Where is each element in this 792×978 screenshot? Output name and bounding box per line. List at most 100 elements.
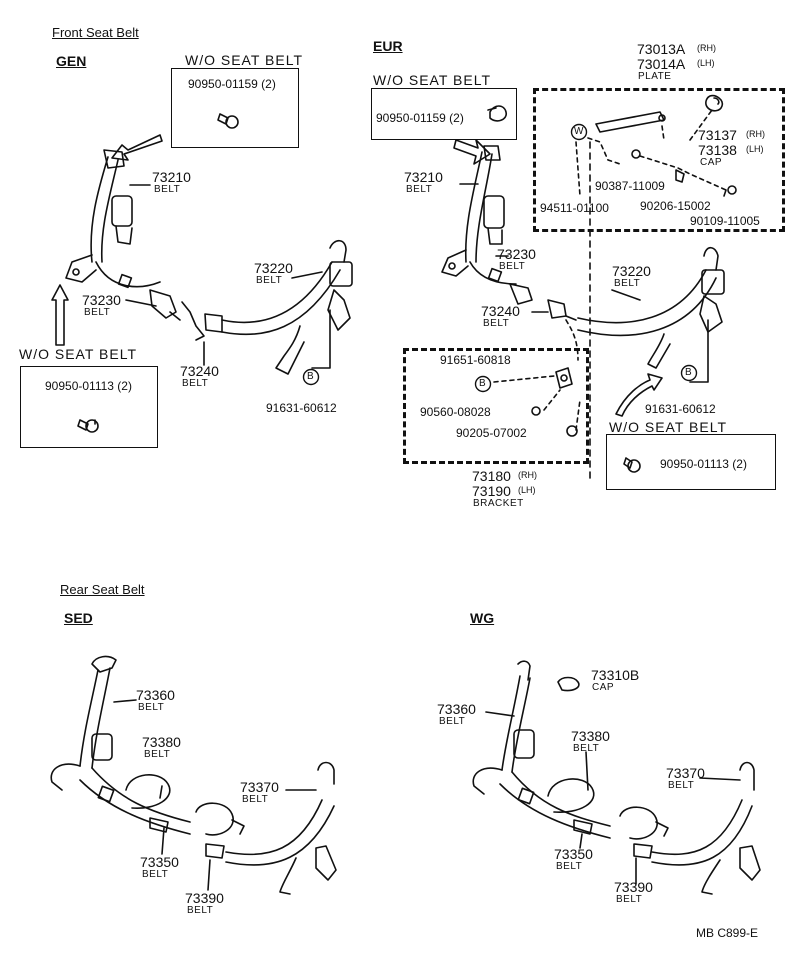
eur-part-73230-name: BELT	[499, 261, 526, 272]
variant-eur: EUR	[373, 38, 403, 54]
eur-bracket-marker-b: B	[479, 378, 487, 389]
eur-part-73013A-side: (RH)	[697, 43, 716, 53]
gen-part-73210-name: BELT	[154, 184, 181, 195]
rear-wg-assembly	[472, 660, 761, 895]
eur-part-73014A: 73014A	[637, 56, 686, 72]
eur-marker-b-circle	[680, 364, 698, 382]
eur-part-73138: 73138	[698, 142, 737, 158]
gen-part-90950-01113: 90950-01113 (2)	[45, 379, 132, 393]
eur-part-73180-side: (RH)	[518, 470, 537, 480]
sed-part-73370-name: BELT	[242, 794, 269, 805]
eur-part-90205-07002: 90205-07002	[456, 426, 527, 440]
wg-part-73370: 73370	[666, 765, 705, 781]
variant-wg: WG	[470, 610, 495, 626]
gen-wo-seat-belt-bottom-box	[20, 366, 158, 448]
eur-marker-w-circle	[570, 123, 588, 141]
eur-part-73210-name: BELT	[406, 184, 433, 195]
clip-icon-eur-top	[489, 105, 507, 122]
eur-part-73210: 73210	[404, 169, 443, 185]
eur-part-73190-side: (LH)	[518, 485, 536, 495]
wg-part-73370-name: BELT	[668, 780, 695, 791]
wg-part-73390: 73390	[614, 879, 653, 895]
eur-marker-b: B	[685, 367, 693, 378]
variant-gen: GEN	[56, 53, 87, 69]
eur-bracket-group-box	[403, 348, 589, 464]
variant-sed: SED	[64, 610, 93, 626]
eur-part-73013A: 73013A	[637, 41, 686, 57]
eur-wo-seat-belt-top-label: W/O SEAT BELT	[373, 72, 492, 88]
sed-part-73380: 73380	[142, 734, 181, 750]
diagram-code: MB C899-E	[696, 926, 759, 940]
eur-plate-group-box	[533, 88, 785, 232]
gen-wo-seat-belt-top-box	[171, 68, 299, 148]
gen-part-73220: 73220	[254, 260, 293, 276]
rear-sed-assembly	[50, 655, 337, 895]
gen-marker-b-circle	[302, 368, 320, 386]
gen-part-73210: 73210	[152, 169, 191, 185]
front-eur-assembly	[441, 139, 725, 417]
gen-marker-b: B	[307, 371, 315, 382]
gen-part-73240: 73240	[180, 363, 219, 379]
wg-part-73360: 73360	[437, 701, 476, 717]
gen-part-73240-name: BELT	[182, 378, 209, 389]
eur-part-90109-11005: 90109-11005	[690, 214, 760, 228]
sed-part-73370: 73370	[240, 779, 279, 795]
eur-part-73137: 73137	[698, 127, 737, 143]
wg-part-73350-name: BELT	[556, 861, 583, 872]
eur-part-73137-side: (RH)	[746, 129, 765, 139]
eur-part-91631-60612: 91631-60612	[645, 402, 716, 416]
wg-part-73360-name: BELT	[439, 716, 466, 727]
eur-part-94511-01100: 94511-01100	[540, 201, 609, 215]
eur-part-90206-15002: 90206-15002	[640, 199, 711, 213]
eur-part-73190: 73190	[472, 483, 511, 499]
eur-part-73240: 73240	[481, 303, 520, 319]
sed-part-73390-name: BELT	[187, 905, 214, 916]
eur-bracket-name: BRACKET	[473, 498, 524, 509]
sed-part-73390: 73390	[185, 890, 224, 906]
front-gen-assembly	[51, 134, 353, 425]
bolt-icon-gen-bottom	[85, 419, 99, 433]
eur-bracket-marker-b-circle	[474, 375, 492, 393]
eur-part-73240-name: BELT	[483, 318, 510, 329]
eur-bracket-parts	[493, 319, 581, 437]
eur-part-90950-01159: 90950-01159 (2)	[376, 111, 464, 125]
rear-seat-belt-title: Rear Seat Belt	[60, 582, 145, 597]
wg-part-73350: 73350	[554, 846, 593, 862]
wg-part-73390-name: BELT	[616, 894, 643, 905]
eur-marker-w: W	[574, 126, 584, 137]
sed-part-73350: 73350	[140, 854, 179, 870]
eur-part-73220-name: BELT	[614, 278, 641, 289]
eur-plate-parts	[575, 94, 737, 481]
wg-part-73380: 73380	[571, 728, 610, 744]
wg-part-73310B: 73310B	[591, 667, 640, 683]
gen-part-73230-name: BELT	[84, 307, 111, 318]
eur-part-73180: 73180	[472, 468, 511, 484]
eur-part-90560-08028: 90560-08028	[420, 405, 491, 419]
wg-part-73310B-name: CAP	[592, 682, 615, 693]
eur-part-73230: 73230	[497, 246, 536, 262]
gen-part-73230: 73230	[82, 292, 121, 308]
gen-part-73220-name: BELT	[256, 275, 283, 286]
eur-wo-seat-belt-bottom-box	[606, 434, 776, 490]
sed-part-73360-name: BELT	[138, 702, 165, 713]
eur-plate-name: PLATE	[638, 71, 672, 82]
eur-part-90950-01113: 90950-01113 (2)	[660, 457, 747, 471]
gen-wo-seat-belt-bottom-label: W/O SEAT BELT	[19, 346, 138, 362]
sed-part-73350-name: BELT	[142, 869, 169, 880]
gen-wo-seat-belt-top-label: W/O SEAT BELT	[185, 52, 304, 68]
gen-part-90950-01159: 90950-01159 (2)	[188, 77, 276, 91]
eur-part-91651-60818: 91651-60818	[440, 353, 511, 367]
eur-part-73220: 73220	[612, 263, 651, 279]
wg-part-73380-name: BELT	[573, 743, 600, 754]
eur-part-90387-11009: 90387-11009	[595, 179, 665, 193]
sed-part-73360: 73360	[136, 687, 175, 703]
sed-part-73380-name: BELT	[144, 749, 171, 760]
eur-wo-seat-belt-bottom-label: W/O SEAT BELT	[609, 419, 728, 435]
front-seat-belt-title: Front Seat Belt	[52, 25, 139, 40]
eur-cap-name: CAP	[700, 157, 723, 168]
eur-part-73138-side: (LH)	[746, 144, 764, 154]
eur-wo-seat-belt-top-box	[371, 88, 517, 140]
eur-part-73014A-side: (LH)	[697, 58, 715, 68]
